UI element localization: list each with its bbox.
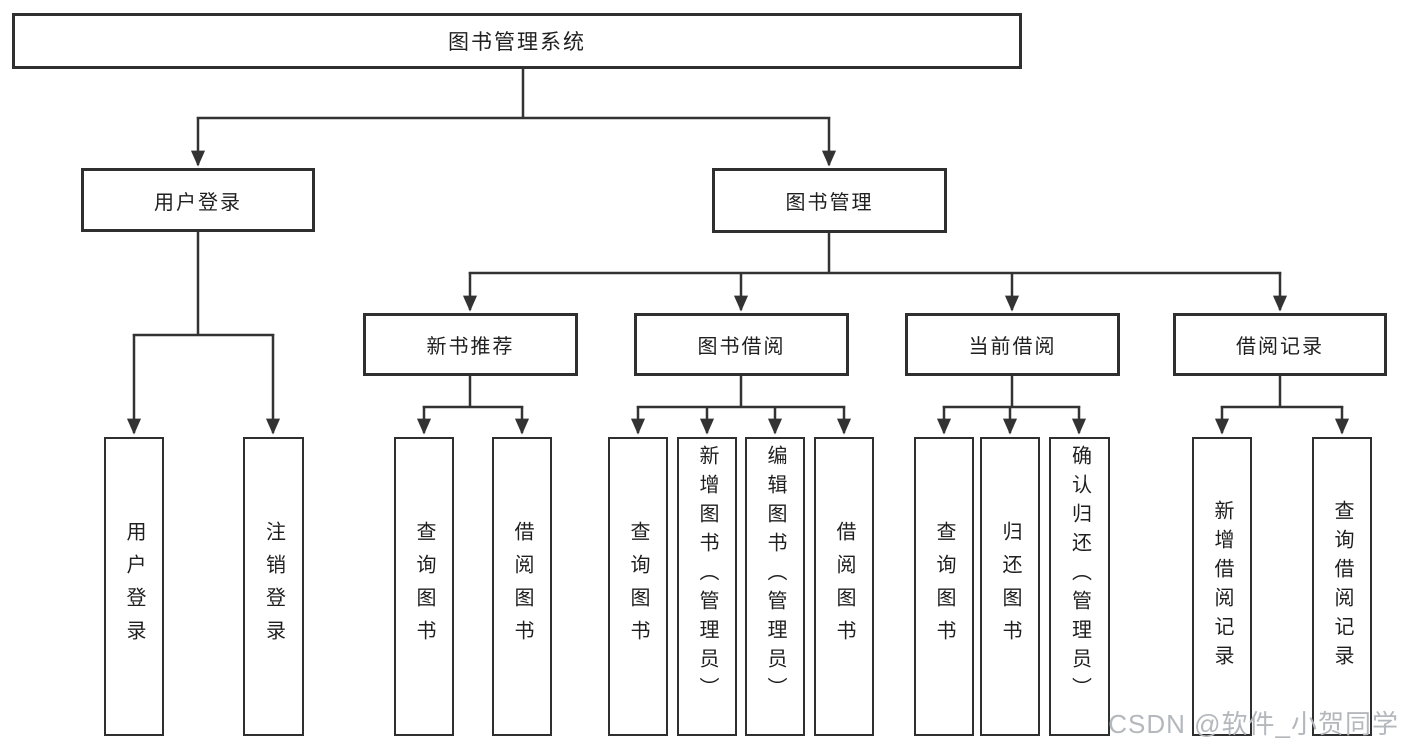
- node-user-login: 用户登录: [81, 168, 315, 232]
- node-label: 图书管理系统: [448, 31, 586, 54]
- node-library-management-system: 图书管理系统: [12, 13, 1022, 69]
- leaf-add-borrow-record: 新增借阅记录: [1192, 437, 1252, 736]
- node-label: 用户登录: [154, 191, 242, 214]
- node-book-borrowing: 图书借阅: [634, 313, 849, 376]
- node-label: 图书借阅: [697, 336, 786, 358]
- leaf-query-books-recommend: 查询图书: [394, 437, 454, 736]
- leaf-return-books: 归还图书: [980, 437, 1040, 736]
- leaf-label: 查询借阅记录: [1331, 499, 1353, 674]
- leaf-label: 编辑图书（管理员）: [764, 445, 786, 706]
- leaf-label: 借阅图书: [833, 520, 855, 653]
- node-borrowing-records: 借阅记录: [1173, 313, 1387, 376]
- watermark-text: CSDN @软件_小贺同学: [1108, 709, 1399, 739]
- leaf-label: 新增图书（管理员）: [696, 445, 718, 706]
- leaf-borrow-books: 借阅图书: [814, 437, 874, 736]
- node-label: 新书推荐: [426, 336, 515, 358]
- leaf-query-books-borrow: 查询图书: [608, 437, 668, 736]
- leaf-label: 查询图书: [933, 520, 955, 653]
- leaf-add-books-admin: 新增图书（管理员）: [677, 437, 737, 736]
- leaf-confirm-return-admin: 确认归还（管理员）: [1049, 437, 1110, 736]
- leaf-edit-books-admin: 编辑图书（管理员）: [745, 437, 805, 736]
- node-label: 借阅记录: [1236, 336, 1324, 358]
- leaf-label: 注销登录: [262, 520, 285, 653]
- leaf-label: 新增借阅记录: [1211, 499, 1233, 674]
- node-book-management: 图书管理: [712, 168, 947, 233]
- leaf-query-borrow-record: 查询借阅记录: [1312, 437, 1372, 736]
- leaf-label: 查询图书: [627, 520, 649, 653]
- node-label: 图书管理: [785, 192, 874, 214]
- node-label: 当前借阅: [968, 336, 1057, 358]
- leaf-label: 归还图书: [999, 520, 1021, 653]
- leaf-label: 用户登录: [123, 520, 145, 653]
- leaf-query-books-current: 查询图书: [914, 437, 974, 736]
- leaf-label: 确认归还（管理员）: [1068, 445, 1091, 706]
- leaf-user-login: 用户登录: [104, 437, 164, 736]
- leaf-label: 查询图书: [413, 520, 435, 653]
- leaf-borrow-books-recommend: 借阅图书: [492, 437, 552, 736]
- leaf-label: 借阅图书: [511, 520, 533, 653]
- leaf-logout: 注销登录: [243, 437, 304, 736]
- node-current-borrowing: 当前借阅: [905, 313, 1120, 376]
- node-new-book-recommendation: 新书推荐: [363, 313, 578, 376]
